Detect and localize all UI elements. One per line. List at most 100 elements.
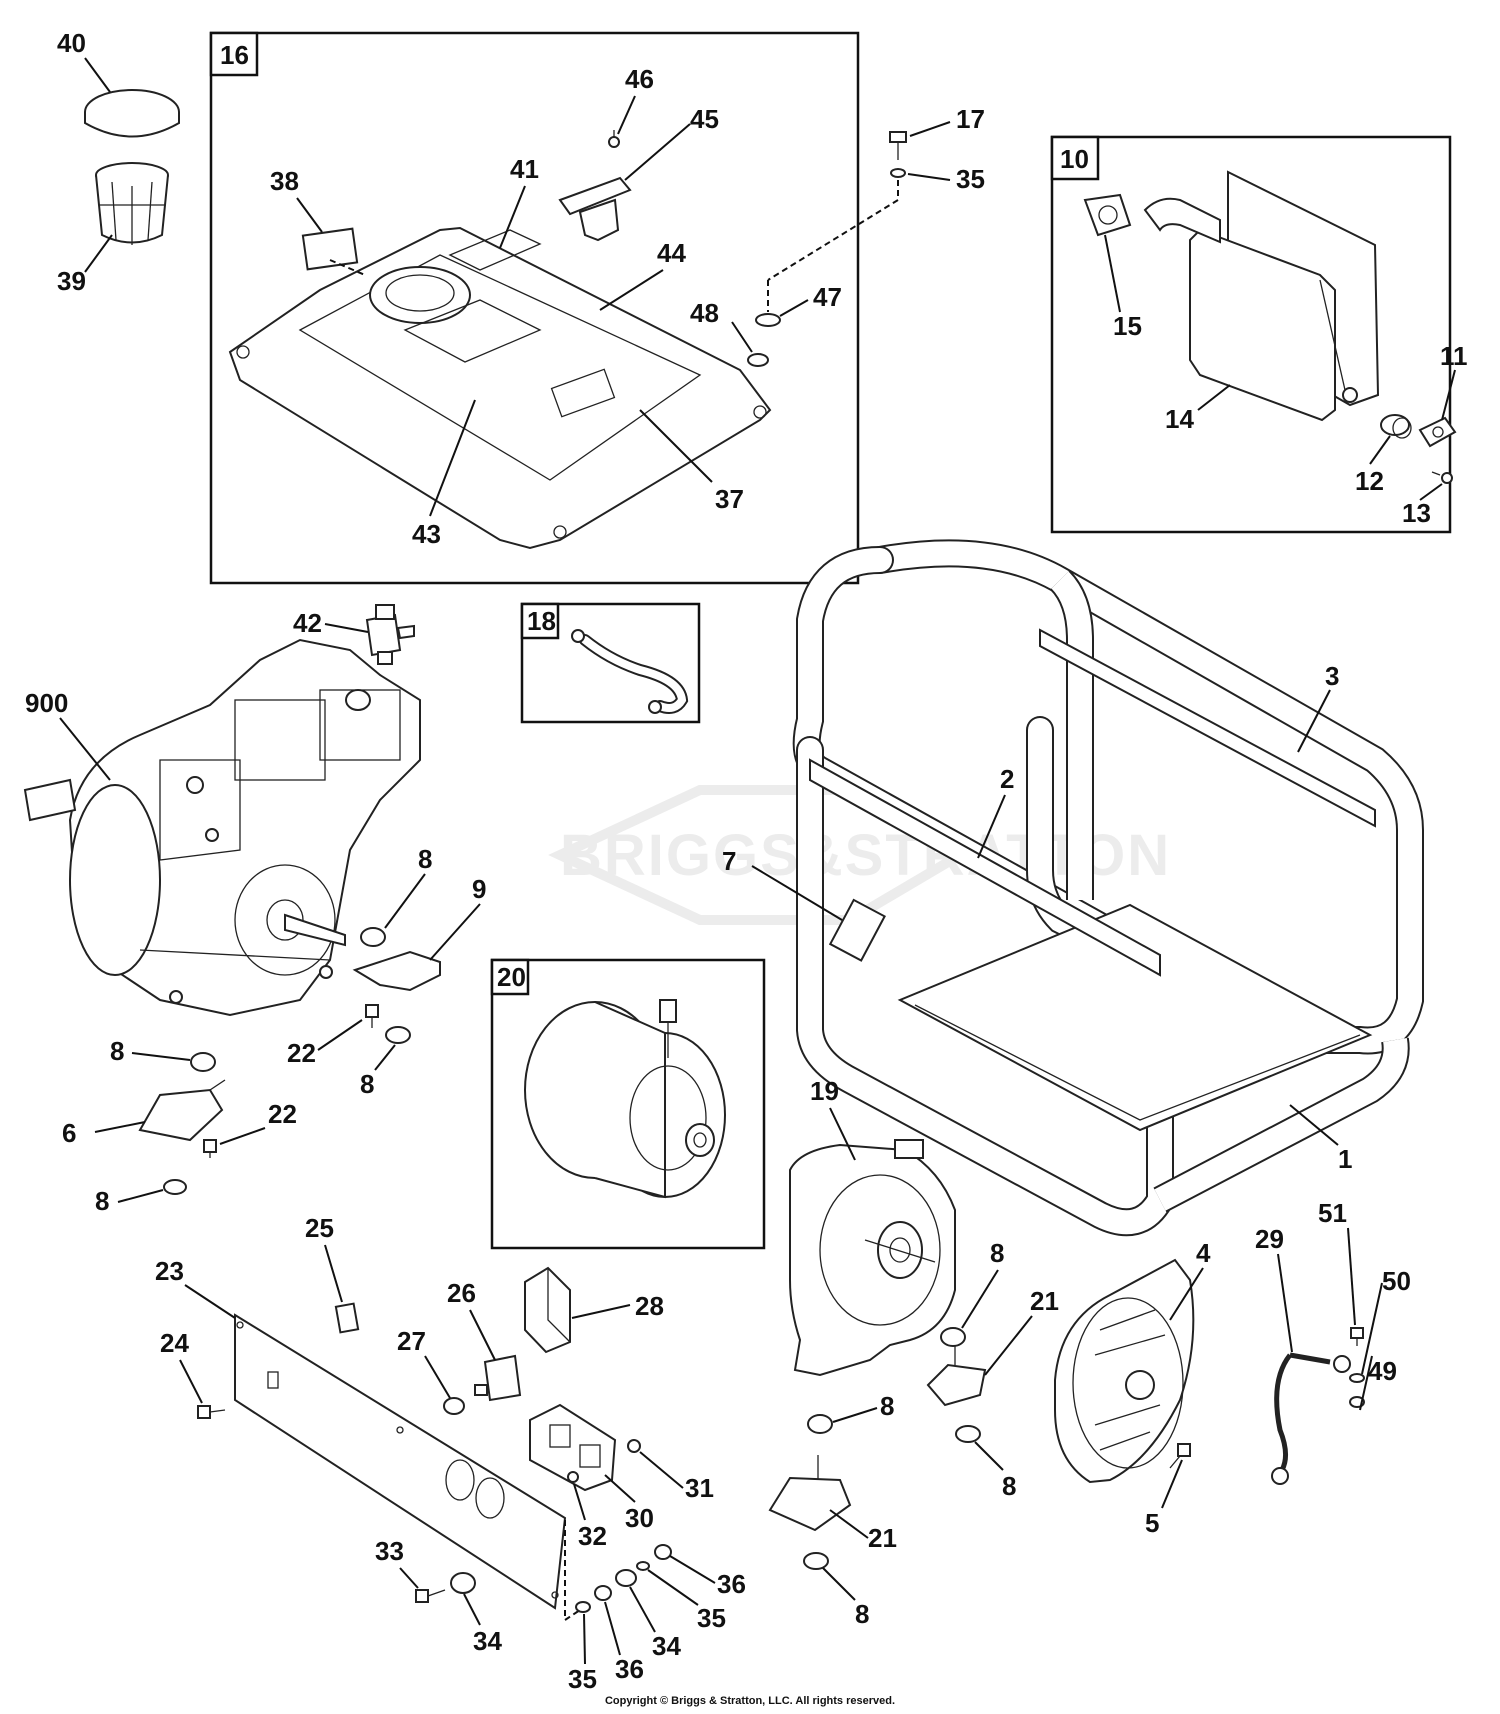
callout-30: 30 (625, 1503, 654, 1533)
washer-35-c (636, 1561, 650, 1571)
callout-50: 50 (1382, 1266, 1411, 1296)
callout-35-b: 35 (568, 1664, 597, 1694)
nut-8-c (190, 1052, 216, 1072)
callout-33: 33 (375, 1536, 404, 1566)
callout-900: 900 (25, 688, 68, 718)
hose-clamp-bottom (648, 700, 662, 714)
nut-36-a (654, 1544, 672, 1560)
screw-51 (1350, 1327, 1364, 1346)
callout-46: 46 (625, 64, 654, 94)
callout-8-a: 8 (418, 844, 432, 874)
fuel-line-box: 18 (520, 602, 701, 724)
callout-36-b: 36 (615, 1654, 644, 1684)
callout-15: 15 (1113, 311, 1142, 341)
fuel-valve-42 (365, 604, 415, 665)
callout-9: 9 (472, 874, 486, 904)
callout-11: 11 (1440, 341, 1468, 371)
muffler-box: 10 (1050, 135, 1457, 534)
grommet-48 (747, 353, 769, 367)
callout-12: 12 (1355, 466, 1384, 496)
callout-26: 26 (447, 1278, 476, 1308)
callout-49: 49 (1368, 1356, 1397, 1386)
callout-13: 13 (1402, 498, 1431, 528)
callout-3: 3 (1325, 661, 1339, 691)
box-label-20: 20 (497, 962, 526, 992)
callout-51: 51 (1318, 1198, 1347, 1228)
callout-22-a: 22 (287, 1038, 316, 1068)
callout-31: 31 (685, 1473, 714, 1503)
washer-8-b (385, 1026, 411, 1044)
screw-5 (1169, 1443, 1191, 1469)
callout-42: 42 (293, 608, 322, 638)
box-label-18: 18 (527, 606, 556, 636)
callout-40: 40 (57, 28, 86, 58)
callout-39: 39 (57, 266, 86, 296)
callout-35-top: 35 (956, 164, 985, 194)
box-label-10: 10 (1060, 144, 1089, 174)
callout-43: 43 (412, 519, 441, 549)
callout-27: 27 (397, 1326, 426, 1356)
callout-28: 28 (635, 1291, 664, 1321)
washer-47 (755, 313, 781, 327)
breaker-26 (474, 1354, 522, 1402)
fuel-gauge (558, 176, 632, 242)
callout-8-h: 8 (855, 1599, 869, 1629)
callout-23: 23 (155, 1256, 184, 1286)
engine-900 (23, 638, 421, 1017)
end-cover-4 (1054, 1258, 1195, 1484)
callout-32: 32 (578, 1521, 607, 1551)
callout-48: 48 (690, 298, 719, 328)
callout-6: 6 (62, 1118, 76, 1148)
rotor-stator-assembly (524, 999, 726, 1199)
decal-38 (301, 227, 359, 271)
callout-36-a: 36 (717, 1569, 746, 1599)
fuel-tank-box: 16 (209, 31, 860, 585)
mount-21-a (926, 1345, 987, 1407)
exhaust-gasket-15 (1083, 193, 1132, 237)
callout-8-f: 8 (1002, 1471, 1016, 1501)
callout-34-b: 34 (652, 1631, 681, 1661)
nut-8-a (360, 927, 386, 947)
callout-8-g: 8 (880, 1391, 894, 1421)
callout-2: 2 (1000, 764, 1014, 794)
recoil-handle (23, 778, 77, 822)
washer-8-d (163, 1179, 187, 1195)
washer-8-f (955, 1425, 981, 1443)
callout-29: 29 (1255, 1224, 1284, 1254)
spark-arrestor-12 (1380, 414, 1412, 439)
box-label-16: 16 (220, 40, 249, 70)
module-28 (524, 1266, 571, 1354)
alternator-housing-19 (789, 1139, 956, 1377)
callout-25: 25 (305, 1213, 334, 1243)
bolt-33 (415, 1589, 446, 1603)
switch-25 (334, 1302, 360, 1334)
callout-8-c: 8 (110, 1036, 124, 1066)
washer-34-a (450, 1572, 476, 1594)
callout-21-b: 21 (868, 1523, 897, 1553)
callout-1: 1 (1338, 1144, 1352, 1174)
callout-8-b: 8 (360, 1069, 374, 1099)
callout-4: 4 (1196, 1238, 1211, 1268)
mount-6 (138, 1079, 226, 1142)
callout-7: 7 (722, 846, 736, 876)
callout-17: 17 (956, 104, 985, 134)
fuel-tank (228, 226, 772, 550)
washer-35-top (890, 168, 906, 178)
alternator-box: 20 (490, 958, 766, 1250)
bolt-22-b (203, 1139, 217, 1158)
screw-32 (567, 1471, 579, 1483)
screw-46 (608, 130, 620, 148)
muffler-14 (1143, 170, 1380, 422)
nut-36-b (594, 1585, 612, 1601)
mount-21-b (768, 1455, 852, 1532)
callout-8-d: 8 (95, 1186, 109, 1216)
bracket-9 (352, 950, 441, 992)
callout-47: 47 (813, 282, 842, 312)
crossbar-3 (1039, 628, 1376, 828)
washer-34-b (615, 1569, 637, 1587)
nut-8-g (807, 1414, 833, 1434)
screw-13 (1431, 471, 1453, 484)
callout-38: 38 (270, 166, 299, 196)
callout-44: 44 (657, 238, 686, 268)
callout-22-b: 22 (268, 1099, 297, 1129)
